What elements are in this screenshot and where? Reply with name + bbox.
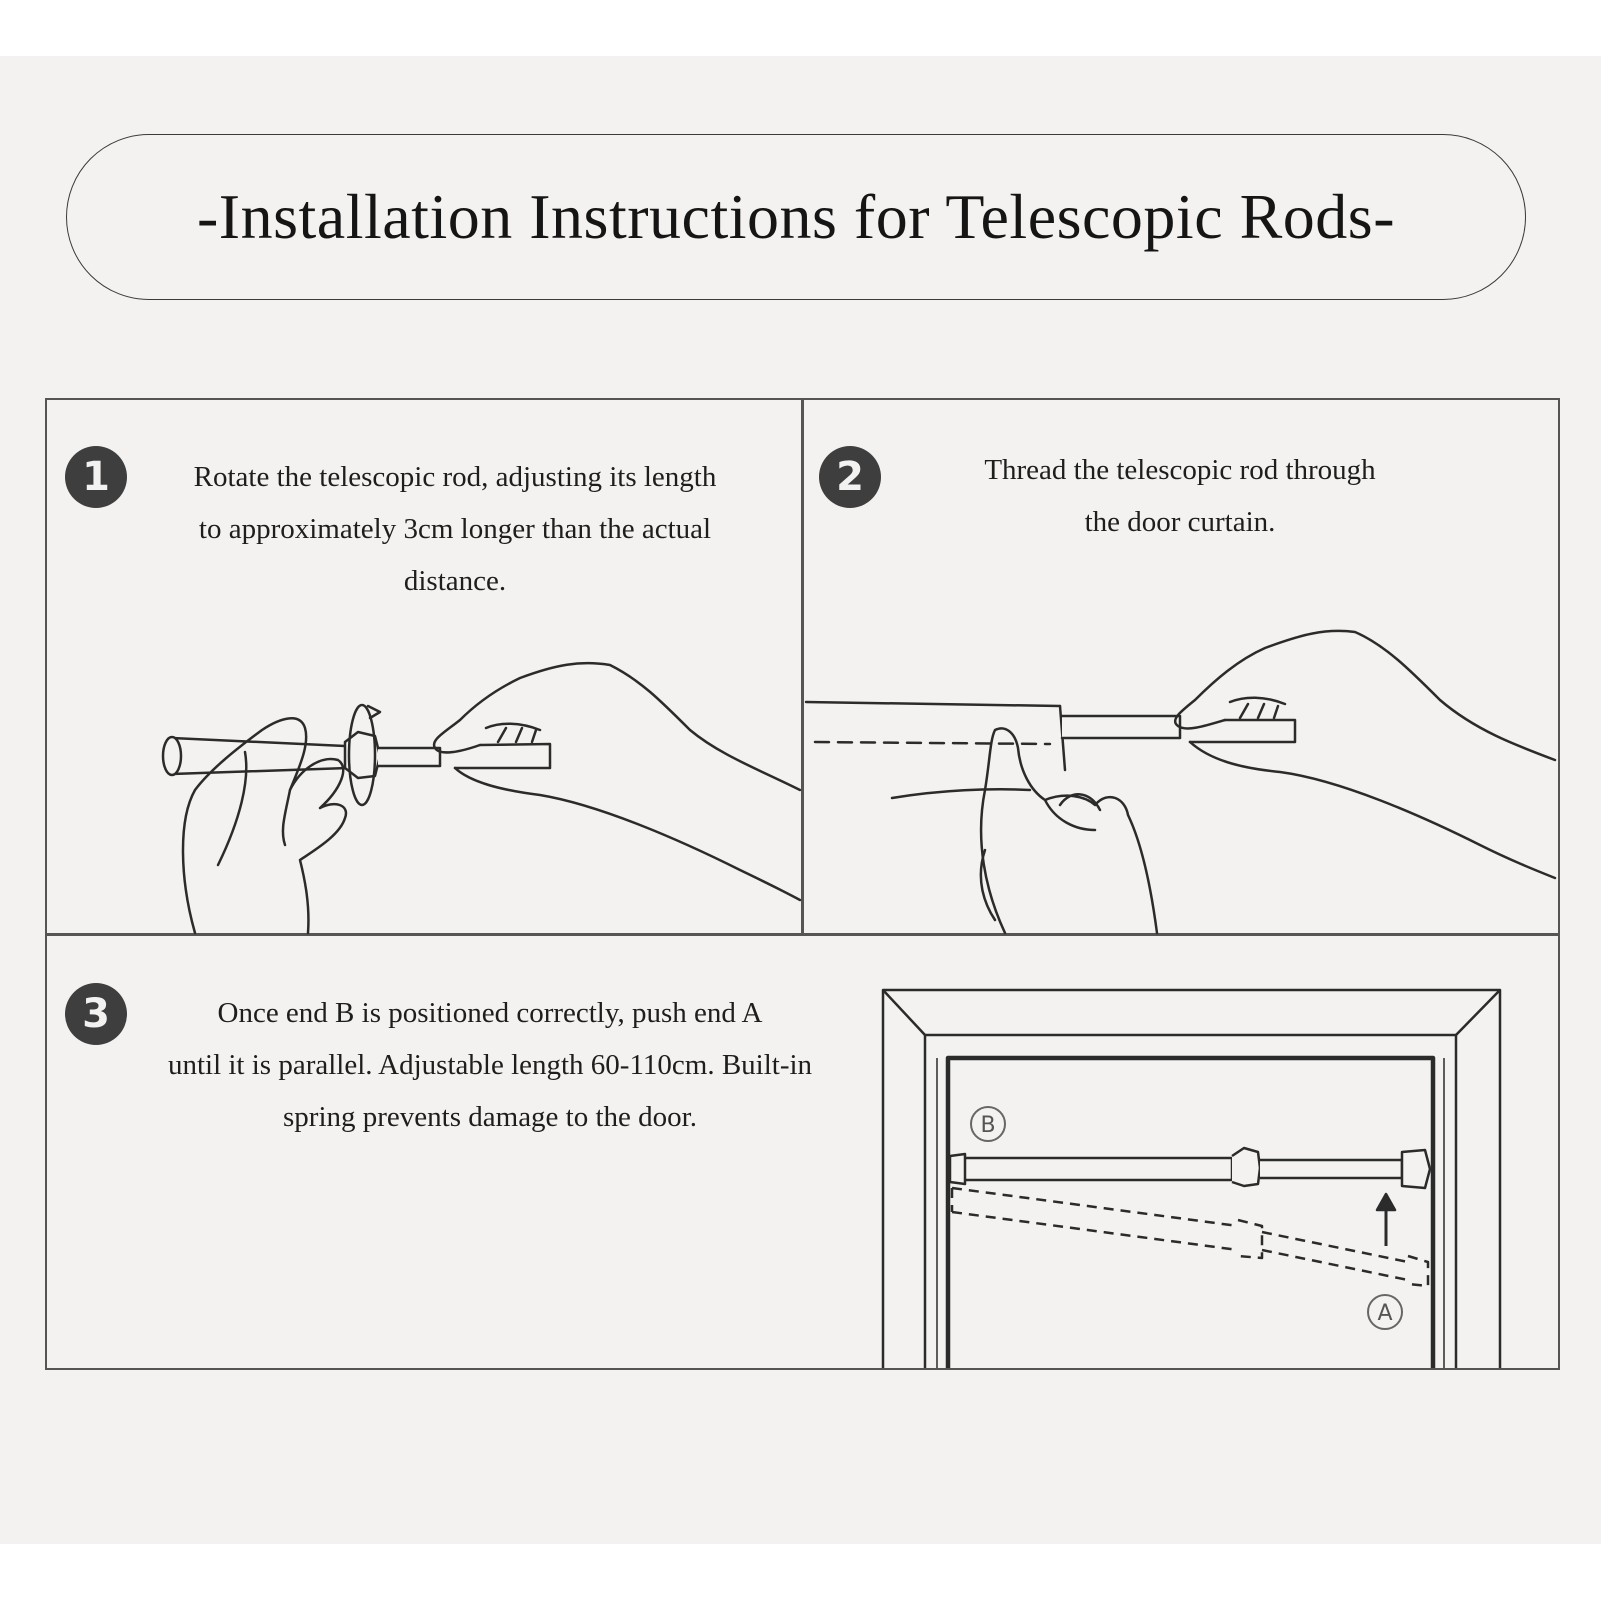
step-1-text: Rotate the telescopic rod, adjusting its…: [130, 451, 780, 607]
step-3-line-1: Once end B is positioned correctly, push…: [217, 997, 763, 1029]
panel-divider-horizontal: [45, 933, 1560, 936]
step-1-line-1: Rotate the telescopic rod, adjusting its…: [193, 461, 717, 493]
step-3-badge: 3: [65, 983, 127, 1045]
step-1-line-3: distance.: [403, 565, 507, 597]
page-title: -Installation Instructions for Telescopi…: [196, 181, 1396, 252]
step-1-badge: 1: [65, 446, 127, 508]
step-2-line-1: Thread the telescopic rod through: [984, 454, 1376, 486]
step-3-text: Once end B is positioned correctly, push…: [110, 987, 870, 1143]
title-banner: -Installation Instructions for Telescopi…: [66, 134, 1526, 300]
step-2-line-2: the door curtain.: [1084, 506, 1276, 538]
step-2-badge: 2: [819, 446, 881, 508]
step-1-line-2: to approximately 3cm longer than the act…: [198, 513, 712, 545]
step-3-line-2: until it is parallel. Adjustable length …: [167, 1049, 813, 1081]
panel-divider-vertical: [801, 398, 804, 934]
step-2-text: Thread the telescopic rod through the do…: [900, 444, 1460, 548]
step-3-line-3: spring prevents damage to the door.: [283, 1101, 697, 1133]
